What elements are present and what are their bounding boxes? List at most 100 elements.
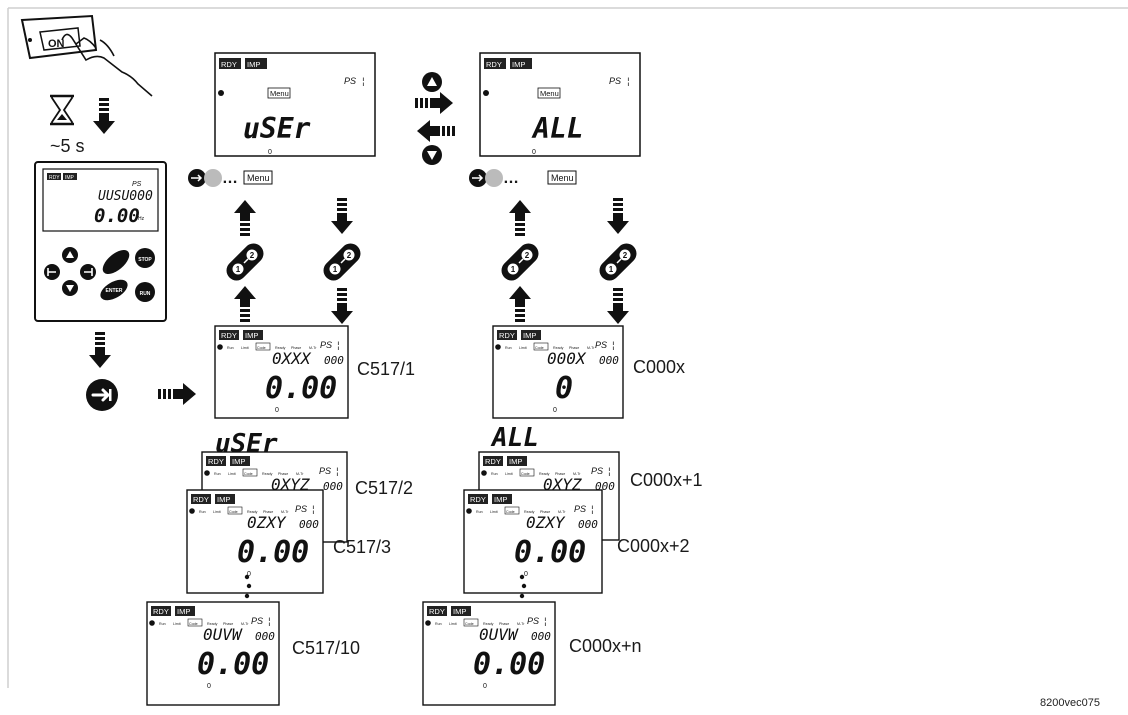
status-row-item: Run xyxy=(199,510,206,514)
key-stop-label: STOP xyxy=(138,257,152,263)
imp-badge xyxy=(521,330,541,340)
zero-mark: 0 xyxy=(275,407,279,414)
user-group-label: uSEr xyxy=(215,429,278,459)
status-row-item: Code xyxy=(521,472,530,476)
arrow-down-icon xyxy=(93,98,115,134)
enter-key-icon xyxy=(84,377,120,413)
status-row-item: Code xyxy=(244,472,253,476)
imp-badge xyxy=(175,606,195,616)
rdy-badge xyxy=(219,330,239,340)
status-row-item: Limit xyxy=(519,346,527,350)
code-box xyxy=(227,506,243,515)
subcode-display: 000 xyxy=(324,354,344,367)
ps-sub-label: ¦ xyxy=(268,616,270,626)
status-row-item: Ready xyxy=(275,346,286,350)
key-stop-button[interactable] xyxy=(135,248,155,268)
arrow-left-icon xyxy=(417,120,455,142)
key-shift-icon[interactable] xyxy=(99,246,134,279)
status-row-item: M-Tr xyxy=(241,622,249,626)
status-dot xyxy=(495,344,501,350)
key-enter-label: ENTER xyxy=(106,288,123,294)
power-on-label: ON xyxy=(48,38,65,50)
menu-screen-all: RDY IMP PS ¦ Menu ALL 0 xyxy=(479,52,641,157)
code-box xyxy=(255,342,271,351)
ps-label: PS xyxy=(295,504,307,514)
key-run-button[interactable] xyxy=(135,282,155,302)
keypad-line1: UUSU000 xyxy=(98,189,153,204)
status-row-item: Code xyxy=(229,510,238,514)
imp-badge xyxy=(215,494,235,504)
shift-key-icon xyxy=(594,238,642,286)
user-menu-ps: PS xyxy=(344,76,356,86)
key-up-icon xyxy=(422,72,442,92)
status-row-item: Limit xyxy=(449,622,457,626)
rdy-badge-label: RDY xyxy=(221,331,237,340)
status-row-item: Code xyxy=(257,346,266,350)
zero-mark: 0 xyxy=(207,683,211,690)
rdy-badge-label: RDY xyxy=(153,607,169,616)
rdy-badge xyxy=(483,456,503,466)
status-row-item: Run xyxy=(214,472,221,476)
all-menu-rdy: RDY xyxy=(486,60,502,69)
status-row-item: Code xyxy=(465,622,474,626)
imp-badge-label: IMP xyxy=(523,331,536,340)
ps-label: PS xyxy=(251,616,263,626)
user-menu-imp: IMP xyxy=(247,60,260,69)
keypad-ps-label: PS xyxy=(132,181,142,188)
code-display: 0UVW xyxy=(203,625,243,644)
status-row-item: M-Tr xyxy=(517,622,525,626)
imp-badge-label: IMP xyxy=(232,457,245,466)
all-group-label: ALL xyxy=(490,423,539,453)
status-row-item: M-Tr xyxy=(281,510,289,514)
subcode-display: 000 xyxy=(531,630,551,643)
value-display: 0.00 xyxy=(197,647,269,682)
imp-badge xyxy=(451,606,471,616)
rdy-badge-label: RDY xyxy=(470,495,486,504)
keypad-rdy-badge: RDY xyxy=(49,175,60,181)
user-screen-label: C517/1 xyxy=(357,359,415,379)
imp-badge xyxy=(492,494,512,504)
status-dot xyxy=(425,620,431,626)
hand-icon xyxy=(61,33,153,97)
status-row-item: Limit xyxy=(213,510,221,514)
menu-screen-user: RDY IMP PS ¦ Menu uSEr 0 xyxy=(214,52,376,157)
status-dot xyxy=(204,470,210,476)
svg-text:0: 0 xyxy=(268,149,272,156)
ps-label: PS xyxy=(527,616,539,626)
subcode-display: 000 xyxy=(599,354,619,367)
status-row-item: Phase xyxy=(223,622,233,626)
power-switch-icon: ON xyxy=(20,14,98,60)
arrow-down-icon xyxy=(331,288,353,324)
ps-sub-label: ¦ xyxy=(608,466,610,476)
user-menu-rdy: RDY xyxy=(221,60,237,69)
rdy-badge xyxy=(151,606,171,616)
ps-sub-label: ¦ xyxy=(591,504,593,514)
code-display: 0ZXY xyxy=(526,513,566,532)
arrow-right-icon xyxy=(158,383,196,405)
back-to-menu-hint-user: … Menu xyxy=(188,169,273,187)
zero-mark: 0 xyxy=(483,683,487,690)
imp-badge-label: IMP xyxy=(177,607,190,616)
arrow-down-icon xyxy=(607,198,629,234)
svg-text:¦: ¦ xyxy=(362,76,364,86)
ellipsis-user xyxy=(244,574,252,599)
svg-text:¦: ¦ xyxy=(627,76,629,86)
svg-text:…: … xyxy=(222,170,238,187)
key-down-icon xyxy=(422,145,442,165)
status-row-item: Ready xyxy=(539,472,550,476)
user-hint-menu: Menu xyxy=(247,173,270,183)
imp-badge-label: IMP xyxy=(494,495,507,504)
screen-frame xyxy=(463,489,603,594)
key-enter-button[interactable] xyxy=(97,276,131,305)
status-row-item: Ready xyxy=(262,472,273,476)
status-row-item: M-Tr xyxy=(573,472,581,476)
status-row-item: Phase xyxy=(540,510,550,514)
status-row-item: Run xyxy=(476,510,483,514)
value-display: 0 xyxy=(555,371,573,406)
subcode-display: 000 xyxy=(323,480,343,493)
status-row-item: M-Tr xyxy=(309,346,317,350)
all-hint-menu: Menu xyxy=(551,173,574,183)
rdy-badge xyxy=(497,330,517,340)
